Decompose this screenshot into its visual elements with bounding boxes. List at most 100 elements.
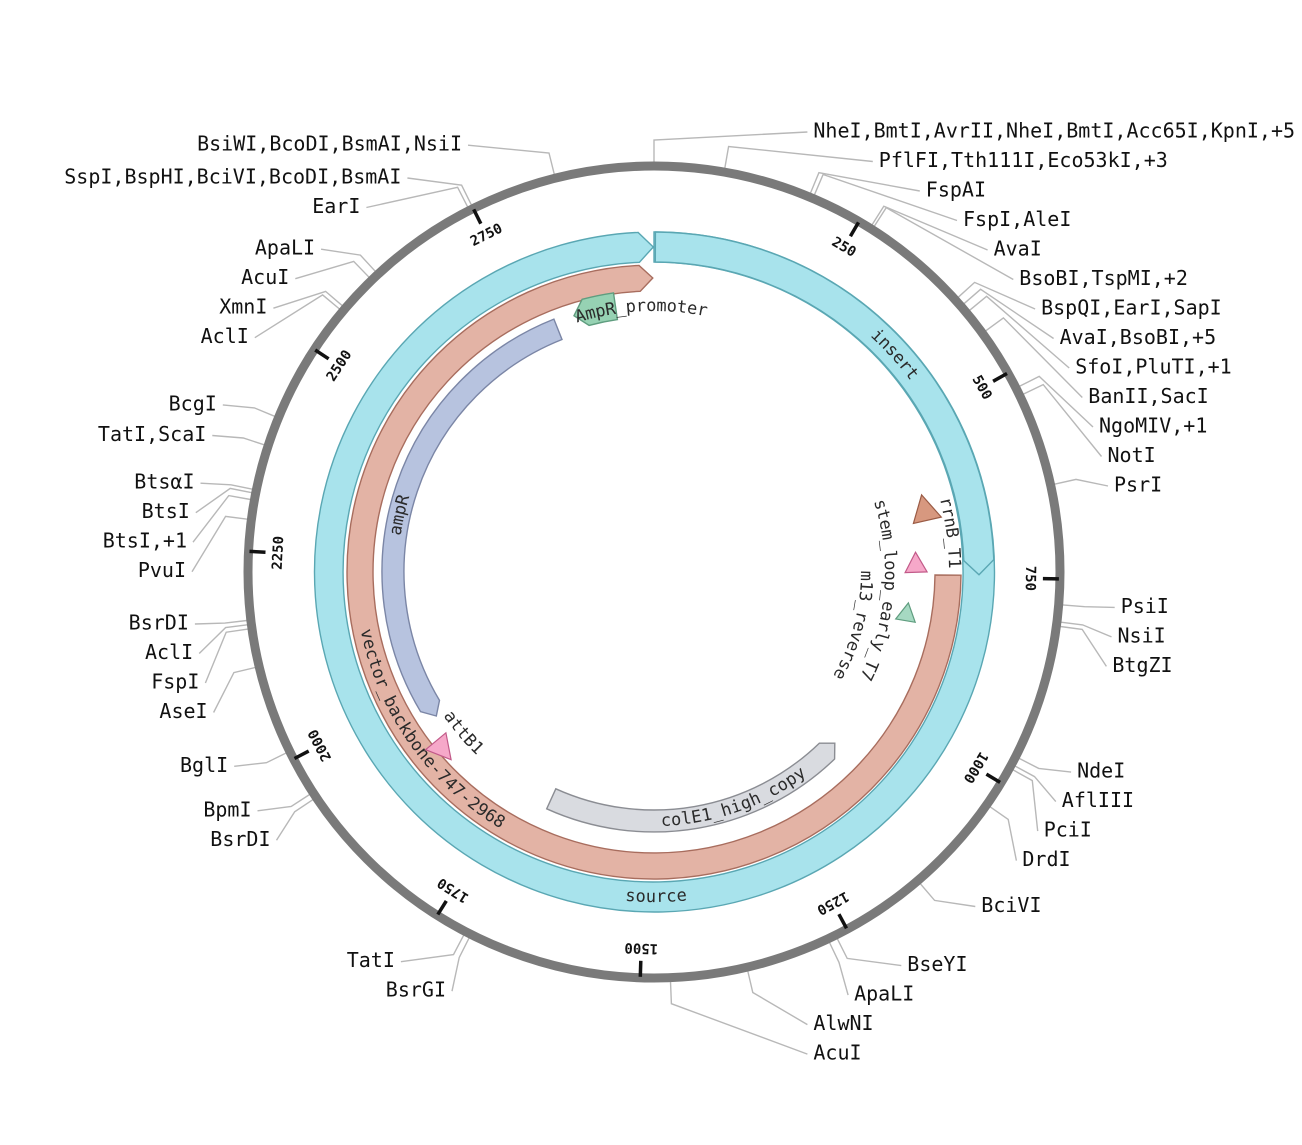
enzyme-label: SspI,BspHI,BciVI,BcoDI,BsmAI [64, 165, 401, 189]
leader-line [1062, 604, 1115, 609]
leader-line [653, 131, 808, 162]
enzyme-label: BpmI [203, 797, 251, 821]
tick-label: 2000 [305, 726, 335, 763]
leader-line [400, 934, 465, 963]
leader-line [873, 206, 1014, 281]
leader-line [191, 515, 248, 573]
leader-line [222, 404, 275, 417]
leader-line [295, 260, 370, 280]
tick-mark [985, 772, 1002, 784]
rrnb-t1-marker [912, 493, 943, 525]
leader-line [212, 666, 256, 713]
enzyme-label: AclI [201, 324, 249, 348]
leader-line [747, 970, 808, 1026]
enzyme-label: PsiI [1121, 594, 1169, 618]
leader-line [1014, 765, 1057, 803]
enzyme-label: AlwNI [813, 1011, 873, 1035]
leader-line [234, 752, 287, 767]
leader-line [1019, 375, 1094, 428]
tick-mark [436, 899, 448, 916]
enzyme-label: ApaLI [854, 982, 914, 1006]
enzyme-label: AseI [159, 699, 207, 723]
leader-line [989, 806, 1018, 861]
enzyme-label: XmnI [219, 295, 267, 319]
enzyme-label: BtsI,+1 [103, 529, 187, 553]
tick-label: 2250 [270, 536, 288, 570]
enzyme-label: PvuI [138, 558, 186, 582]
enzyme-label: TatI,ScaI [98, 422, 206, 446]
enzyme-label: AvaI [994, 237, 1042, 261]
tick-mark [314, 348, 330, 361]
tick-label: 1250 [814, 888, 851, 918]
leader-line [724, 145, 873, 169]
tick-label: 2500 [324, 347, 356, 384]
enzyme-label: BglI [180, 753, 228, 777]
enzyme-label: BspQI,EarI,SapI [1041, 296, 1222, 320]
enzyme-label: PciI [1044, 818, 1092, 842]
enzyme-label: BsiWI,BcoDI,BsmAI,NsiI [197, 132, 462, 156]
tick-label: 1500 [624, 939, 658, 956]
enzyme-label: NgoMIV,+1 [1099, 414, 1207, 438]
enzyme-labels: NheI,BmtI,AvrII,NheI,BmtI,Acc65I,KpnI,+5… [64, 119, 1295, 1065]
enzyme-leader-lines [191, 131, 1115, 1055]
enzyme-label: BsoBI,TspMI,+2 [1019, 266, 1188, 290]
vector-backbone-feature [346, 264, 962, 880]
enzyme-label: SfoI,PluTI,+1 [1075, 355, 1232, 379]
enzyme-label: FspAI [926, 178, 986, 202]
enzyme-label: BtgZI [1112, 653, 1172, 677]
leader-line [212, 434, 265, 446]
enzyme-label: FspI,AleI [963, 207, 1071, 231]
leader-line [871, 205, 988, 251]
enzyme-label: TatI [347, 948, 395, 972]
tick-mark [837, 913, 849, 930]
enzyme-label: BtsαI [134, 470, 194, 494]
tick-mark [638, 960, 643, 977]
enzyme-label: PsrI [1114, 473, 1162, 497]
enzyme-label: BsrDI [129, 611, 189, 635]
enzyme-label: BsrDI [210, 827, 270, 851]
leader-line [957, 281, 1036, 310]
tick-mark [472, 208, 483, 225]
tick-label: 750 [1022, 566, 1038, 592]
leader-line [813, 173, 958, 222]
tick-mark [293, 749, 310, 761]
leader-line [1054, 478, 1109, 487]
tick-label: 1750 [435, 874, 472, 906]
leader-line [836, 938, 902, 967]
enzyme-label: BsrGI [386, 978, 446, 1002]
tick-label: 1000 [960, 749, 991, 786]
tick-label: 250 [829, 234, 859, 261]
leader-line [273, 290, 343, 309]
backbone-circle [243, 161, 1065, 983]
cole1-feature [545, 742, 836, 833]
tick-label: 2750 [468, 221, 505, 250]
source-feature [313, 231, 996, 913]
enzyme-label: NotI [1108, 443, 1156, 467]
leader-line [275, 799, 314, 841]
leader-line [1018, 757, 1072, 773]
leader-line [407, 177, 473, 206]
ampr-feature [381, 318, 563, 717]
leader-line [1060, 621, 1112, 638]
enzyme-label: EarI [312, 194, 360, 218]
enzyme-label: AcuI [241, 265, 289, 289]
leader-line [451, 937, 470, 992]
enzyme-label: BtsI [142, 499, 190, 523]
leader-line [828, 942, 849, 996]
leader-line [198, 624, 248, 654]
leader-line [366, 186, 469, 209]
m13-reverse-marker [894, 601, 917, 624]
enzyme-label: ApaLI [255, 236, 315, 260]
enzyme-label: BanII,SacI [1088, 384, 1208, 408]
leader-line [200, 482, 253, 490]
ampr-promoter-feature [573, 292, 619, 327]
leader-line [809, 171, 920, 194]
insert-feature [654, 231, 995, 576]
leader-line [194, 619, 247, 625]
enzyme-label: BseYI [907, 952, 967, 976]
attb1-marker [424, 731, 452, 761]
enzyme-label: AflIII [1062, 788, 1134, 812]
tick-mark [992, 371, 1008, 383]
